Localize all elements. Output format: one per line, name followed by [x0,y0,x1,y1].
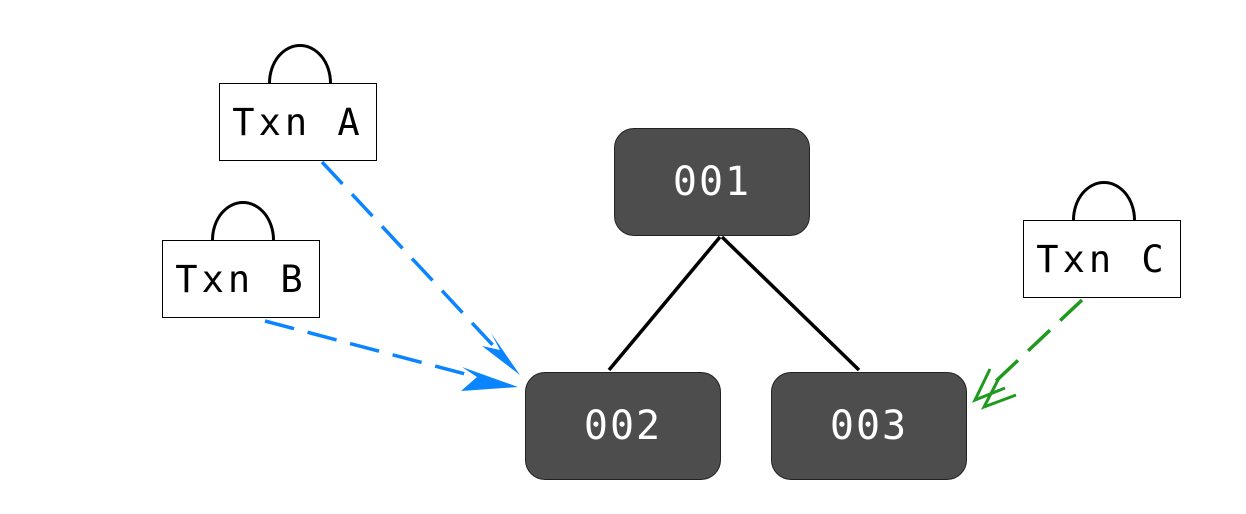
txn-b-lock: Txn B [162,201,320,318]
node-label: 003 [829,403,909,449]
txn-a-lock: Txn A [219,44,377,161]
tree-node-001: 001 [614,128,810,236]
txn-c-lock-arrow [971,298,1084,410]
tree-node-003: 003 [771,372,967,480]
txn-b-lock-arrow [264,319,518,391]
tree-node-002: 002 [525,372,721,480]
txn-a-lock-arrow [320,160,520,375]
tree-edge-001-003 [720,235,861,372]
txn-c-lock: Txn C [1023,181,1181,298]
node-label: 001 [672,159,752,205]
txn-label: Txn C [1036,237,1168,281]
txn-label: Txn A [232,100,364,144]
node-label: 002 [583,403,663,449]
txn-label: Txn B [175,257,307,301]
tree-edge-001-002 [607,235,722,372]
